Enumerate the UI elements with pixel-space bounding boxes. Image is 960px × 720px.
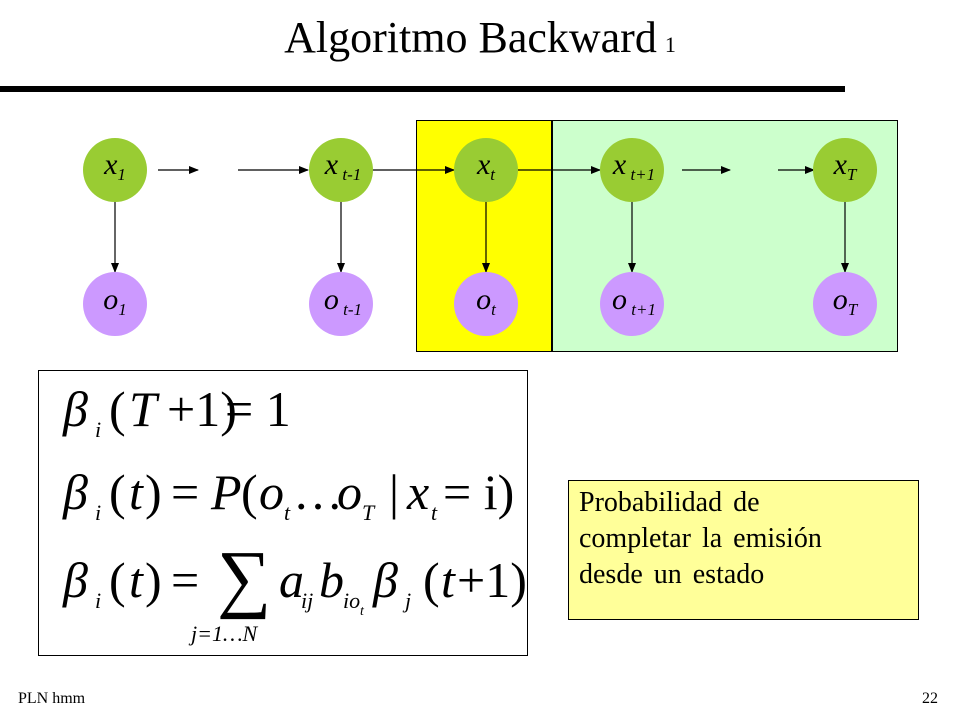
f1-equals-one: = 1 [225, 381, 291, 437]
f3-sub-ij: ij [301, 588, 313, 613]
f1-beta: β [62, 381, 88, 437]
f2-sub-t: t [284, 500, 291, 525]
f2-dots: … [293, 464, 343, 520]
formula-svg: β i ( T +1) = 1 β i ( t ) = P ( o t … o … [62, 381, 527, 646]
obs-node-5 [813, 272, 877, 336]
f2-o1: o [259, 464, 284, 520]
f3-beta-j: β [372, 552, 398, 608]
f2-sub-i: i [95, 500, 101, 525]
state-node-5 [813, 138, 877, 202]
note-line-1: Probabilidad de [579, 487, 760, 518]
f1-T: T [129, 381, 160, 437]
slide-title: Algoritmo Backward 1 [0, 10, 960, 73]
footer-course-label: PLN hmm [18, 690, 86, 707]
f3-sub-i: i [95, 588, 101, 613]
f3-sub-j: j [402, 588, 411, 613]
state-node-3 [454, 138, 518, 202]
state-label-5: xT [833, 148, 857, 184]
state-label-2: x t-1 [324, 148, 362, 184]
formula-recursion: β i ( t ) = ∑ j=1…N a ij b io t β j ( t … [62, 536, 527, 646]
f2-sub-T: T [362, 500, 376, 525]
f3-t2: t [441, 552, 456, 608]
state-label-3: xt [476, 148, 496, 184]
f2-bar: | [389, 464, 399, 520]
obs-label-4: o t+1 [612, 283, 656, 319]
f3-plus-one: +1) [457, 552, 527, 608]
f3-b: b [319, 552, 344, 608]
slide-title-suffix: 1 [664, 32, 676, 57]
f1-plus-one: +1) [167, 381, 237, 437]
f3-sub-io: io [343, 588, 360, 613]
obs-node-1 [83, 272, 147, 336]
obs-node-4 [600, 272, 664, 336]
state-label-4: x t+1 [612, 148, 656, 184]
obs-node-2 [309, 272, 373, 336]
f2-t: t [129, 464, 144, 520]
f3-close: ) [145, 552, 162, 608]
formula-definition: β i ( t ) = P ( o t … o T | x t = i) [62, 464, 514, 525]
obs-label-5: oT [832, 283, 858, 319]
f2-sub-t2: t [431, 500, 438, 525]
footer-page-number: 22 [922, 690, 938, 707]
f1-sub-i: i [95, 417, 101, 442]
note-line-2: completar la emisión [579, 523, 822, 554]
f1-open: ( [109, 381, 126, 437]
title-underline [0, 86, 845, 92]
f3-equals: = [171, 552, 199, 608]
state-node-1 [83, 138, 147, 202]
formula-box: β i ( T +1) = 1 β i ( t ) = P ( o t … o … [38, 370, 528, 656]
f3-open: ( [109, 552, 126, 608]
f3-open-2: ( [423, 552, 440, 608]
f2-close: ) [145, 464, 162, 520]
formula-init: β i ( T +1) = 1 [62, 381, 291, 442]
state-node-4 [600, 138, 664, 202]
f3-sub-sub-t: t [360, 604, 365, 619]
obs-node-3 [454, 272, 518, 336]
f3-t: t [129, 552, 144, 608]
f3-sum-range: j=1…N [188, 621, 259, 646]
f3-a: a [279, 552, 304, 608]
obs-label-2: o t-1 [323, 283, 363, 319]
obs-label-3: ot [476, 283, 496, 319]
f2-P: P [210, 464, 242, 520]
f2-equals-i: = i) [443, 464, 514, 520]
f2-beta: β [62, 464, 88, 520]
note-line-3: desde un estado [579, 559, 765, 590]
obs-label-1: o1 [103, 283, 127, 319]
state-label-1: x1 [104, 148, 126, 184]
hmm-diagram [83, 138, 877, 336]
note-box: Probabilidad de completar la emisión des… [568, 480, 919, 620]
f3-beta: β [62, 552, 88, 608]
f2-x: x [406, 464, 429, 520]
f2-equals: = [171, 464, 199, 520]
f2-open: ( [109, 464, 126, 520]
f2-open-2: ( [241, 464, 258, 520]
f3-sum-sign: ∑ [217, 536, 271, 620]
state-node-2 [309, 138, 373, 202]
slide-title-text: Algoritmo Backward [284, 13, 657, 62]
f2-o2: o [337, 464, 362, 520]
